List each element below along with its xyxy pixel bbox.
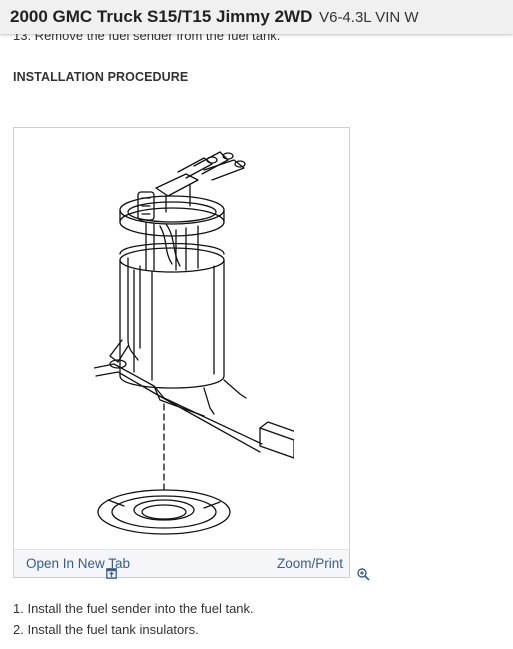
steps-list: 1. Install the fuel sender into the fuel… [13,600,254,642]
zoom-print-label: Zoom/Print [276,556,343,571]
section-heading: INSTALLATION PROCEDURE [13,70,189,84]
fuel-sender-illustration [94,151,294,535]
figure-toolbar: Open In New Tab Zoom/Print [14,549,370,581]
open-in-new-tab-link[interactable]: Open In New Tab [26,556,131,579]
engine-label: V6-4.3L VIN W [319,9,419,26]
figure-card: Open In New Tab Zoom/Print [13,127,370,581]
magnifier-plus-icon [357,568,370,581]
page-header: 2000 GMC Truck S15/T15 Jimmy 2WD V6-4.3L… [0,0,513,34]
step-item: 2. Install the fuel tank insulators. [13,622,199,637]
page-title: 2000 GMC Truck S15/T15 Jimmy 2WD V6-4.3L… [10,7,419,27]
open-in-new-tab-icon [106,568,117,579]
step-item: 1. Install the fuel sender into the fuel… [13,601,254,616]
open-in-new-tab-label: Open In New Tab [26,556,131,571]
zoom-print-link[interactable]: Zoom/Print [276,556,370,581]
vehicle-title: 2000 GMC Truck S15/T15 Jimmy 2WD [10,7,313,26]
